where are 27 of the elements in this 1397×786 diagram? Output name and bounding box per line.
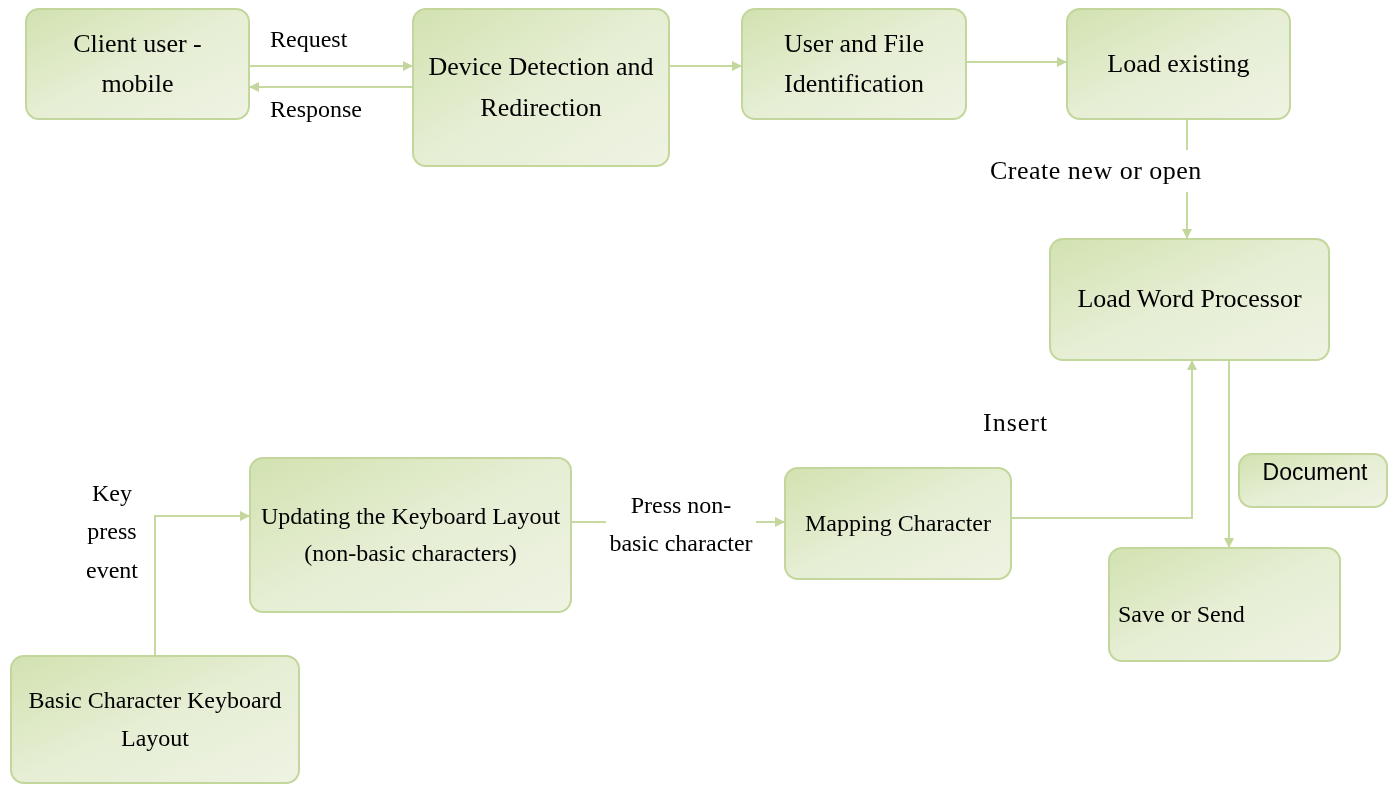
process-box <box>249 457 572 613</box>
process-box <box>412 8 670 167</box>
arrow <box>1224 360 1234 548</box>
node-label: Load Word Processor <box>1077 283 1302 316</box>
process-box <box>10 655 300 784</box>
arrow <box>154 511 250 656</box>
node-label: Basic Character Keyboard Layout <box>27 686 283 753</box>
process-box <box>1108 547 1341 662</box>
node-label: User and File Identification <box>782 27 926 100</box>
process-box <box>1066 8 1291 120</box>
arrow <box>249 82 413 92</box>
process-box <box>784 467 1012 580</box>
arrow <box>249 61 413 71</box>
node-label: Mapping Character <box>805 508 991 538</box>
node-label: Document <box>1262 458 1368 487</box>
node-label: Client user - mobile <box>72 27 203 100</box>
arrow <box>1011 360 1197 519</box>
process-box <box>1238 453 1388 508</box>
process-box <box>1049 238 1330 361</box>
arrow <box>966 57 1067 67</box>
process-box <box>741 8 967 120</box>
node-label: Updating the Keyboard Layout (non-basic characters) <box>259 501 562 568</box>
process-box <box>25 8 250 120</box>
node-label: Save or Send <box>1118 599 1245 629</box>
node-label: Load existing <box>1107 47 1250 80</box>
node-label: Device Detection and Redirection <box>427 51 655 124</box>
arrow <box>669 61 742 71</box>
